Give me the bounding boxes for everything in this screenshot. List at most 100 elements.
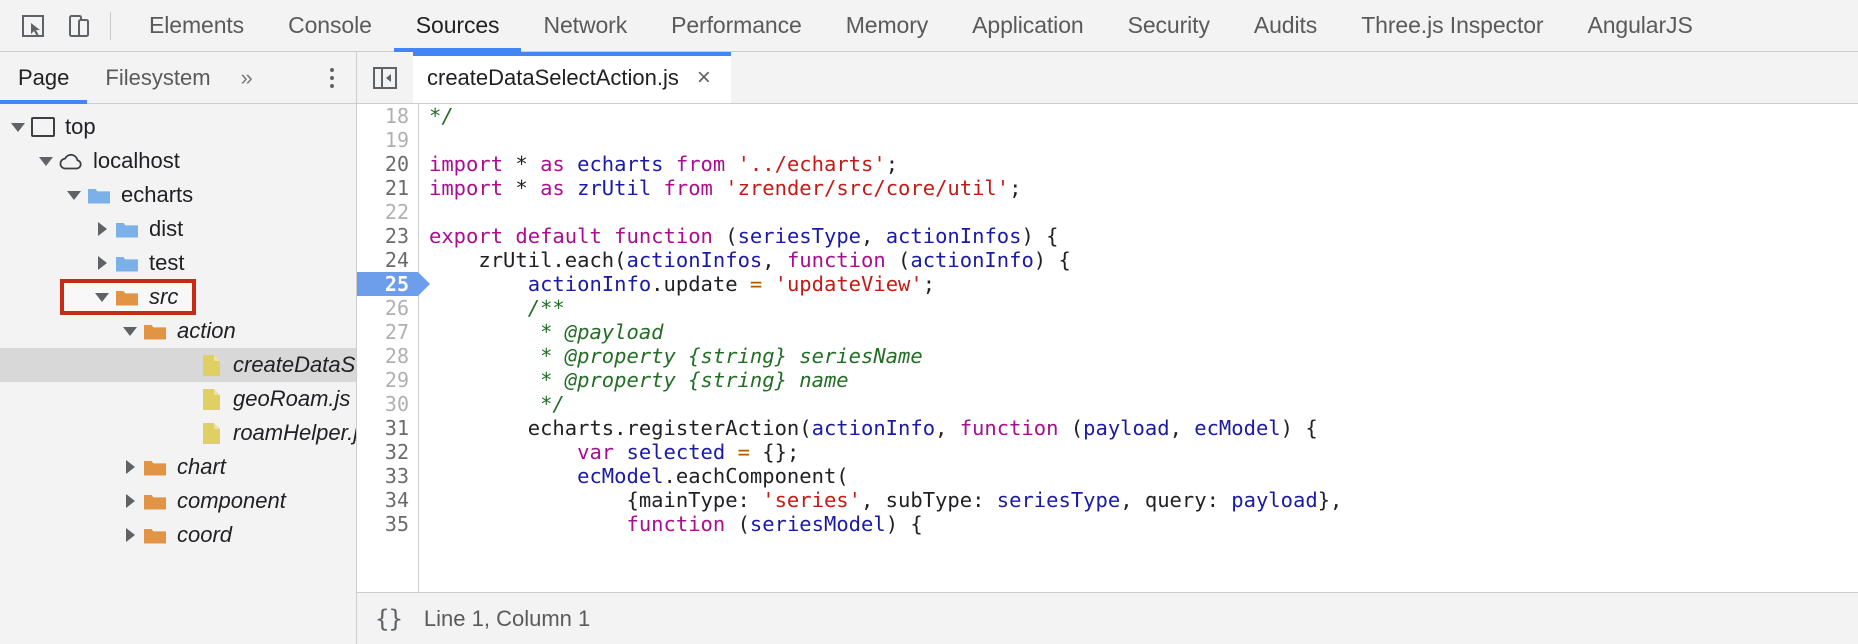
code-line[interactable]: */ — [429, 392, 1858, 416]
tree-item-createdataselectaction-js[interactable]: createDataSelectAction.js — [0, 348, 356, 382]
code-line[interactable]: * @property {string} name — [429, 368, 1858, 392]
line-number[interactable]: 30 — [384, 392, 409, 416]
tab-memory[interactable]: Memory — [824, 0, 950, 52]
code-line[interactable]: zrUtil.each(actionInfos, function (actio… — [429, 248, 1858, 272]
toggle-navigator-icon[interactable] — [357, 52, 413, 103]
chevron-right-icon[interactable] — [120, 450, 140, 484]
code-line[interactable]: var selected = {}; — [429, 440, 1858, 464]
chevron-down-icon[interactable] — [64, 178, 84, 212]
code-token — [664, 152, 676, 176]
code-line[interactable]: * @payload — [429, 320, 1858, 344]
line-number[interactable]: 26 — [384, 296, 409, 320]
line-number[interactable]: 35 — [384, 512, 409, 536]
tab-label: AngularJS — [1587, 12, 1693, 38]
tab-label: Three.js Inspector — [1361, 12, 1544, 38]
code-line[interactable]: {mainType: 'series', subType: seriesType… — [429, 488, 1858, 512]
tree-item-component[interactable]: component — [0, 484, 356, 518]
line-number[interactable]: 33 — [384, 464, 409, 488]
code-line[interactable]: echarts.registerAction(actionInfo, funct… — [429, 416, 1858, 440]
line-number[interactable]: 19 — [384, 128, 409, 152]
close-icon[interactable]: × — [696, 63, 711, 91]
line-number[interactable]: 23 — [384, 224, 409, 248]
code-line[interactable]: import * as zrUtil from 'zrender/src/cor… — [429, 176, 1858, 200]
line-number[interactable]: 34 — [384, 488, 409, 512]
code-content[interactable]: */ import * as echarts from '../echarts'… — [419, 104, 1858, 592]
code-line[interactable]: function (seriesModel) { — [429, 512, 1858, 536]
line-number[interactable]: 18 — [384, 104, 409, 128]
editor-file-tab[interactable]: createDataSelectAction.js × — [413, 52, 731, 103]
device-toolbar-icon[interactable] — [56, 4, 102, 48]
line-number[interactable]: 32 — [384, 440, 409, 464]
tab-elements[interactable]: Elements — [127, 0, 266, 52]
navigator-tab-page[interactable]: Page — [0, 52, 88, 104]
line-number[interactable]: 29 — [384, 368, 409, 392]
line-number[interactable]: 27 — [384, 320, 409, 344]
code-line[interactable]: */ — [429, 104, 1858, 128]
code-token: */ — [429, 104, 454, 128]
code-line[interactable]: export default function (seriesType, act… — [429, 224, 1858, 248]
code-line[interactable]: * @property {string} seriesName — [429, 344, 1858, 368]
tab-threejs-inspector[interactable]: Three.js Inspector — [1339, 0, 1565, 52]
navigator-tab-filesystem[interactable]: Filesystem — [87, 52, 228, 104]
code-token: * @payload — [429, 320, 664, 344]
navigator-more-tabs-icon[interactable]: » — [229, 52, 265, 104]
chevron-right-icon[interactable] — [92, 246, 112, 280]
line-number[interactable]: 20 — [384, 152, 409, 176]
tree-item-georoam-js[interactable]: geoRoam.js — [0, 382, 356, 416]
code-line[interactable]: /** — [429, 296, 1858, 320]
code-line[interactable]: ecModel.eachComponent( — [429, 464, 1858, 488]
tab-network[interactable]: Network — [521, 0, 649, 52]
tree-item-label: action — [177, 318, 236, 343]
tree-item-action[interactable]: action — [0, 314, 356, 348]
tree-item-localhost[interactable]: localhost — [0, 144, 356, 178]
code-line[interactable]: import * as echarts from '../echarts'; — [429, 152, 1858, 176]
tab-angularjs[interactable]: AngularJS — [1565, 0, 1714, 52]
chevron-right-icon[interactable] — [120, 518, 140, 552]
line-number[interactable]: 25 — [357, 272, 430, 296]
code-token: 'zrender/src/core/util' — [725, 176, 1010, 200]
chevron-down-icon[interactable] — [8, 110, 28, 144]
code-line[interactable] — [429, 128, 1858, 152]
code-token: import — [429, 152, 504, 176]
line-number[interactable]: 31 — [384, 416, 409, 440]
tree-item-roamhelper-js[interactable]: roamHelper.js — [0, 416, 356, 450]
inspect-cursor-icon[interactable] — [10, 4, 56, 48]
tree-item-top[interactable]: top — [0, 110, 356, 144]
tree-item-test[interactable]: test — [0, 246, 356, 280]
tree-item-coord[interactable]: coord — [0, 518, 356, 552]
tree-item-src[interactable]: src — [0, 279, 356, 315]
chevron-right-icon[interactable] — [120, 484, 140, 518]
line-number[interactable]: 28 — [384, 344, 409, 368]
tab-console[interactable]: Console — [266, 0, 394, 52]
code-token: ecModel — [577, 464, 664, 488]
code-token: '../echarts' — [737, 152, 886, 176]
code-token — [503, 176, 515, 200]
code-line[interactable]: actionInfo.update = 'updateView'; — [429, 272, 1858, 296]
tab-security[interactable]: Security — [1106, 0, 1232, 52]
code-token: actionInfo — [811, 416, 936, 440]
tree-item-chart[interactable]: chart — [0, 450, 356, 484]
pretty-print-icon[interactable]: {} — [375, 604, 403, 633]
chevron-right-icon[interactable] — [92, 212, 112, 246]
tab-sources[interactable]: Sources — [393, 0, 522, 52]
more-options-icon[interactable] — [324, 52, 340, 104]
chevron-down-icon[interactable] — [120, 314, 140, 348]
code-token: as — [540, 176, 565, 200]
folder-orange-icon — [142, 314, 168, 348]
code-token: * — [515, 152, 528, 176]
chevron-down-icon[interactable] — [92, 280, 112, 314]
tab-audits[interactable]: Audits — [1232, 0, 1339, 52]
tab-performance[interactable]: Performance — [649, 0, 824, 52]
code-line[interactable] — [429, 200, 1858, 224]
tree-item-dist[interactable]: dist — [0, 212, 356, 246]
chevron-down-icon[interactable] — [36, 144, 56, 178]
tab-application[interactable]: Application — [950, 0, 1105, 52]
line-number[interactable]: 22 — [384, 200, 409, 224]
code-token: ; — [1009, 176, 1022, 200]
line-number[interactable]: 21 — [384, 176, 409, 200]
line-number[interactable]: 24 — [384, 248, 409, 272]
tree-item-echarts[interactable]: echarts — [0, 178, 356, 212]
